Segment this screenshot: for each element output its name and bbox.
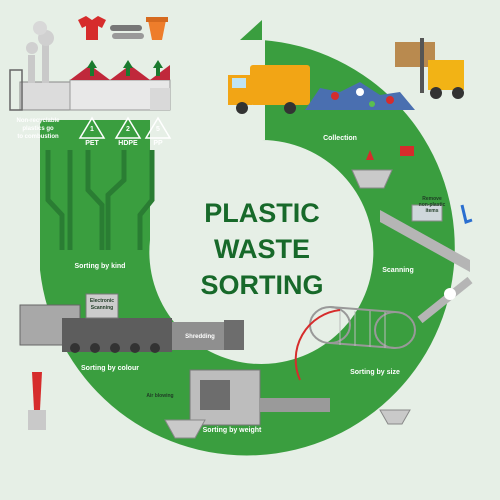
t-shirt-icon (78, 16, 106, 40)
stock-watermark: Adobe Stock | #451240299 (0, 340, 14, 500)
resin-codes: 1 PET 2 HDPE 5 PP (78, 116, 172, 147)
stage-collection: Collection (323, 135, 357, 142)
red-rotation-arrow (294, 309, 341, 381)
up-arrows (87, 60, 163, 76)
stage-sorting-by-size: Sorting by size (350, 369, 400, 376)
garbage-truck-icon (228, 65, 310, 114)
electronic-scanning-line1: Electronic (90, 298, 114, 304)
non-recyclable-note-line3: to combustion (17, 134, 59, 140)
remove-non-plastic-line1: Remove (422, 196, 442, 202)
pipes-icon (110, 25, 144, 39)
resin-code-5-name: PP (153, 140, 163, 147)
air-blower-machine (164, 369, 411, 439)
flower-pot-icon (146, 17, 168, 40)
colour-sorter (19, 293, 244, 430)
remove-non-plastic-line2: non-plastic (419, 202, 446, 208)
electronic-scanning-line2: Scanning (91, 305, 114, 311)
stage-scanning: Scanning (382, 267, 414, 274)
air-blowing-label: Air blowing (146, 393, 173, 399)
stage-sorting-by-weight: Sorting by weight (203, 427, 262, 434)
title-line3: SORTING (200, 270, 323, 300)
factory-icon (9, 21, 171, 111)
non-recyclable-note-line2: plastics go (22, 126, 54, 132)
resin-code-5-number: 5 (156, 126, 160, 133)
resin-code-1-name: PET (85, 140, 99, 147)
title-line2: WASTE (214, 234, 310, 264)
garbage-pile (305, 82, 415, 110)
resin-code-2-number: 2 (126, 126, 130, 133)
scanner-icon (351, 146, 470, 272)
stage-sorting-by-colour: Sorting by colour (81, 365, 139, 372)
non-recyclable-note-line1: Non-recyclable (16, 118, 60, 124)
stage-sorting-by-kind: Sorting by kind (75, 263, 126, 270)
resin-code-1-number: 1 (90, 126, 94, 133)
resin-code-2-name: HDPE (118, 140, 138, 147)
title-line1: PLASTIC (204, 198, 320, 228)
remove-non-plastic-line3: items (425, 208, 438, 214)
shredding-label: Shredding (185, 334, 215, 340)
magnet-icon (460, 204, 473, 224)
forklift-icon (395, 38, 464, 99)
kind-pipes (45, 150, 155, 250)
